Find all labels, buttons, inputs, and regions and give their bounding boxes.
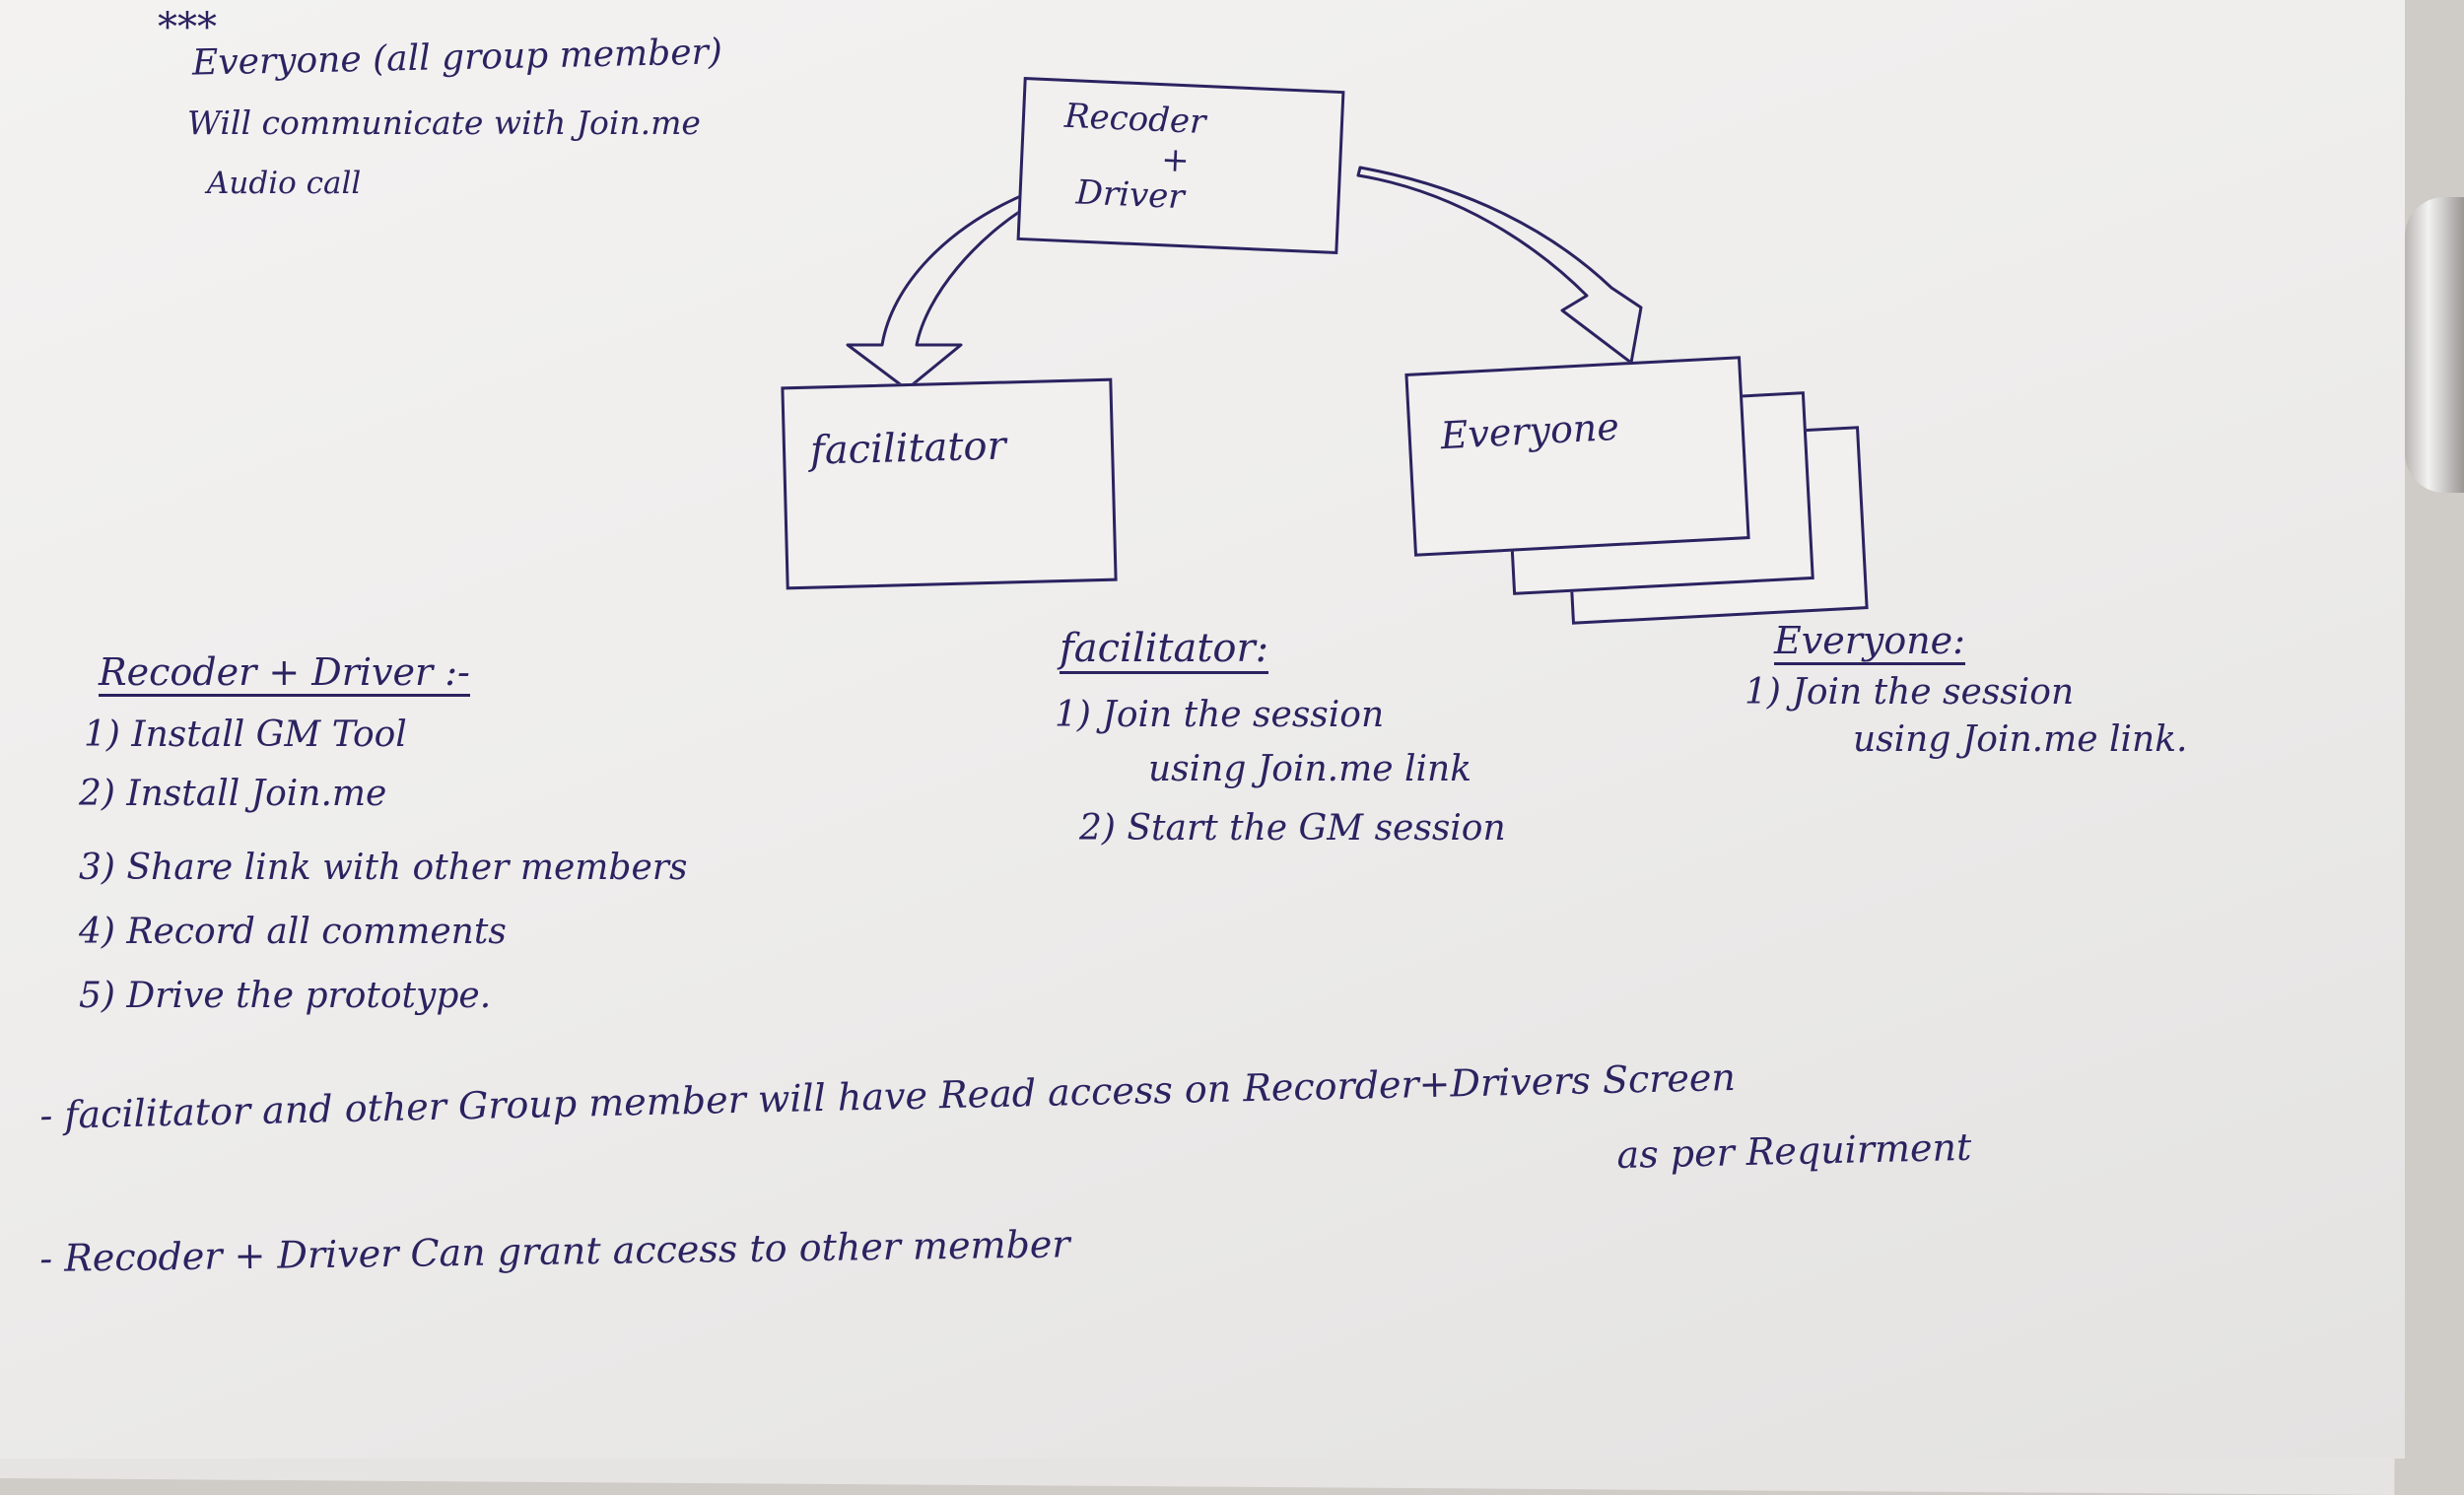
recorder-item-1: 1) Install GM Tool [84, 714, 407, 755]
recorder-item-5: 5) Drive the prototype. [79, 976, 492, 1016]
bottom-note-1b: as per Requirment [1616, 1124, 1972, 1177]
recorder-item-4: 4) Record all comments [79, 912, 507, 952]
everyone-box: Everyone [1404, 356, 1750, 557]
facilitator-section-heading: facilitator: [1060, 626, 1269, 674]
everyone-item-1b: using Join.me link. [1853, 719, 2188, 760]
recorder-driver-box: Recoder + Driver [1016, 76, 1345, 255]
facilitator-box: facilitator [781, 377, 1118, 590]
note-line-3: Audio call [207, 166, 362, 201]
recorder-item-3: 3) Share link with other members [79, 848, 688, 888]
everyone-item-1: 1) Join the session [1745, 672, 2075, 713]
facilitator-item-2: 2) Start the GM session [1079, 808, 1506, 849]
recorder-driver-label-2: + [1160, 140, 1191, 181]
facilitator-item-1: 1) Join the session [1055, 695, 1385, 735]
recorder-driver-label-3: Driver [1074, 172, 1186, 218]
facilitator-item-1b: using Join.me link [1148, 749, 1472, 789]
facilitator-box-label: facilitator [809, 423, 1007, 474]
note-line-2: Will communicate with Join.me [187, 103, 701, 142]
everyone-box-label: Everyone [1439, 404, 1620, 458]
note-stars: *** [158, 5, 217, 50]
everyone-section-heading: Everyone: [1774, 619, 1965, 665]
recorder-driver-label-1: Recoder [1063, 96, 1207, 143]
recorder-section-heading: Recoder + Driver :- [99, 650, 470, 697]
recorder-item-2: 2) Install Join.me [79, 774, 387, 814]
metal-object-edge [2405, 197, 2464, 493]
arrow-to-facilitator [846, 190, 1037, 391]
arrow-to-everyone [1356, 166, 1643, 365]
